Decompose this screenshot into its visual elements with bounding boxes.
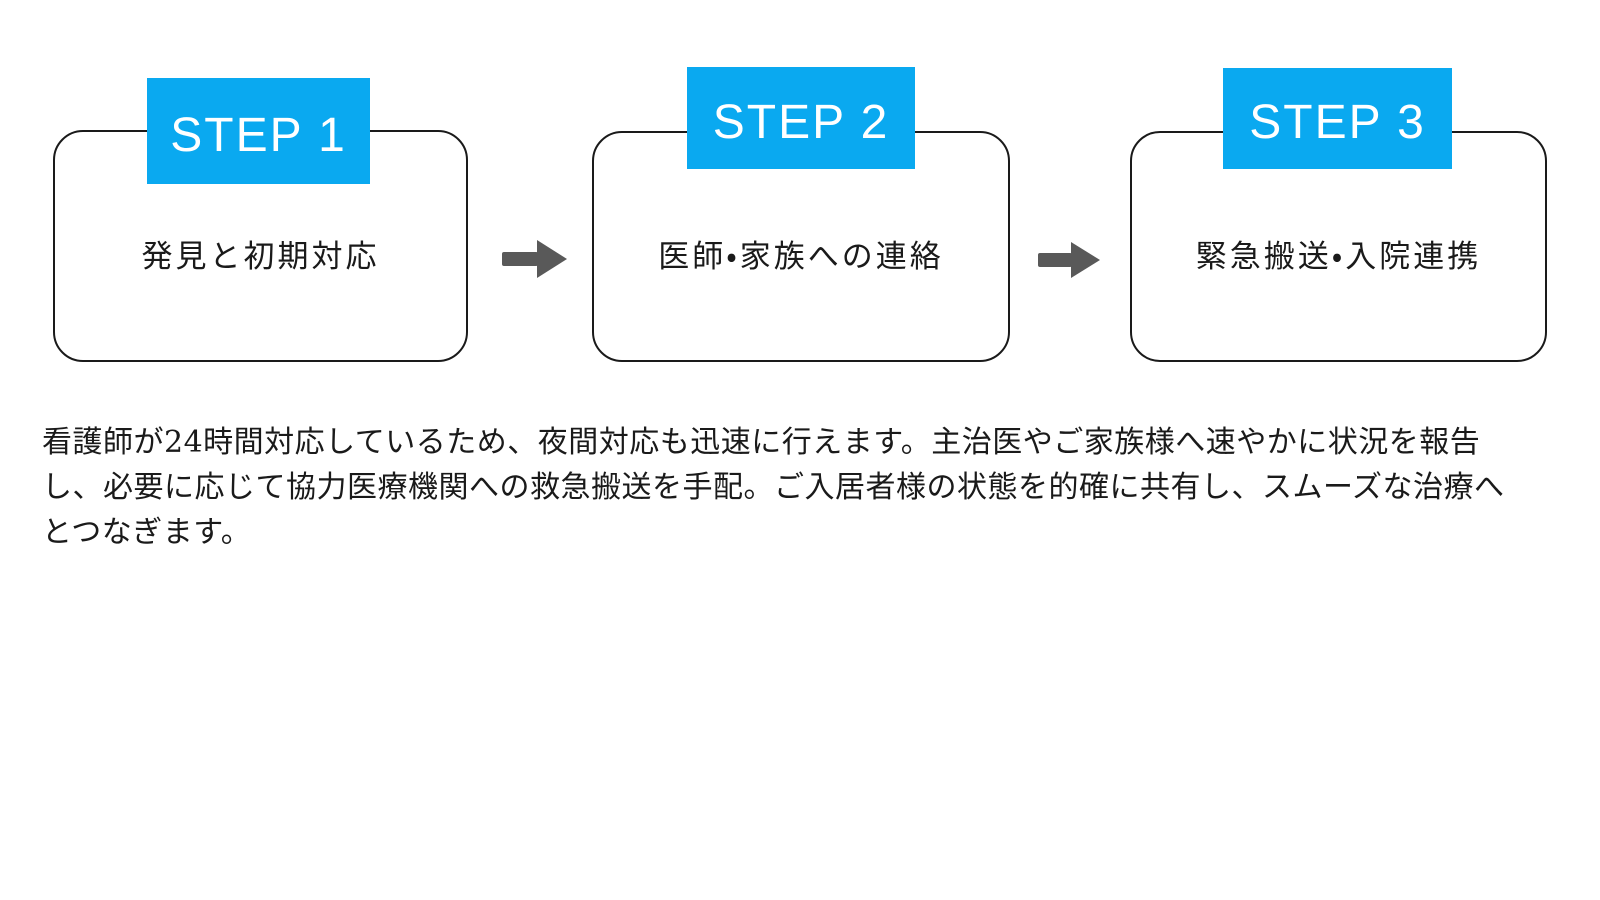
arrow-right-icon — [502, 240, 567, 278]
step-3-badge-text: STEP 3 — [1249, 96, 1426, 149]
step-1-badge: STEP 1 — [147, 78, 370, 184]
description-paragraph: 看護師が24時間対応しているため、夜間対応も迅速に行えます。主治医やご家族様へ速… — [42, 420, 1547, 555]
arrow-right-icon — [1038, 242, 1100, 278]
step-1-label: 発見と初期対応 — [141, 238, 380, 275]
step-2-box: 医師・家族への連絡 — [592, 131, 1010, 362]
step-3-box: 緊急搬送・入院連携 — [1130, 131, 1547, 362]
step-3-badge: STEP 3 — [1223, 68, 1452, 169]
step-1-badge-text: STEP 1 — [170, 108, 347, 162]
step-2-label: 医師・家族への連絡 — [658, 239, 944, 275]
description-line: し、必要に応じて協力医療機関への救急搬送を手配。ご入居者様の状態を的確に共有し、… — [42, 470, 1505, 505]
step-2-badge-text: STEP 2 — [712, 95, 890, 149]
description-line: 看護師が24時間対応しているため、夜間対応も迅速に行えます。主治医やご家族様へ速… — [42, 425, 1481, 460]
step-3-label: 緊急搬送・入院連携 — [1195, 239, 1482, 275]
description-line: とつなぎます。 — [42, 515, 252, 550]
step-2-badge: STEP 2 — [687, 67, 915, 169]
